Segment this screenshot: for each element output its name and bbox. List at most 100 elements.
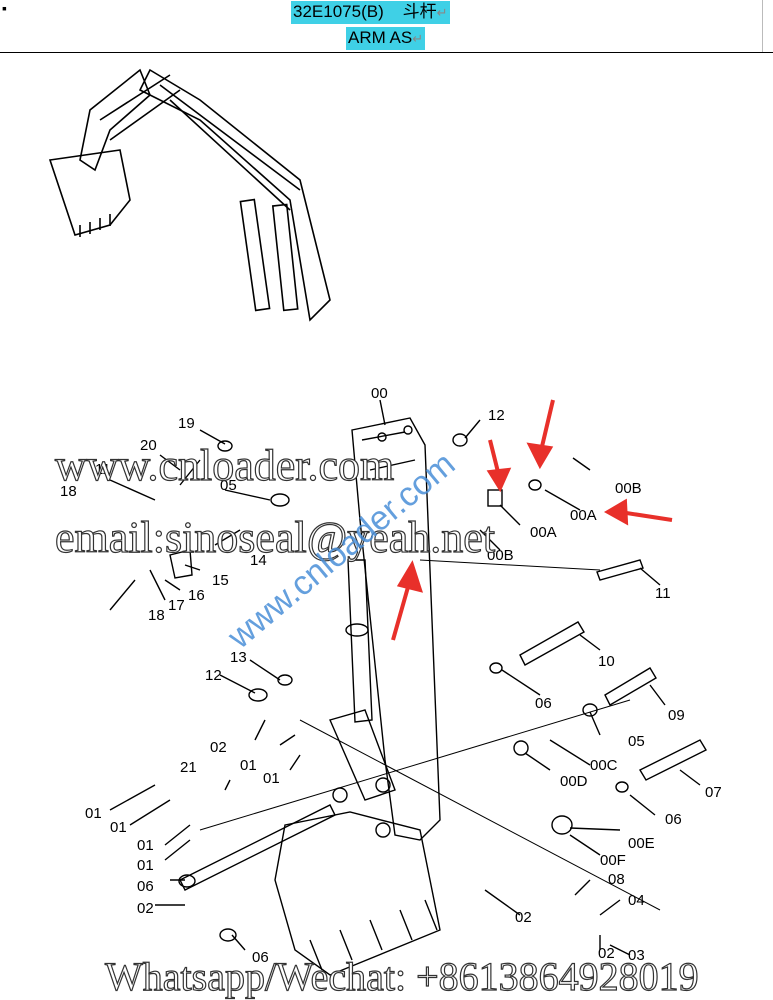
callout-02-b: 02 <box>137 900 154 917</box>
callout-17: 17 <box>168 597 185 614</box>
grease-fitting-20 <box>179 459 201 486</box>
bushing-00f <box>551 815 573 835</box>
callout-18: 18 <box>60 483 77 500</box>
callout-07: 07 <box>705 784 722 801</box>
callout-00b: 00B <box>615 480 642 497</box>
shim-13 <box>277 674 293 686</box>
part-name-cn: 斗杆 <box>402 2 437 21</box>
pin-long-left <box>179 804 336 891</box>
boom-outline <box>138 68 331 322</box>
arm-cylinder <box>99 74 181 141</box>
callout-06-c: 06 <box>137 878 154 895</box>
washer-06-bottom <box>219 928 237 942</box>
callout-01-b: 01 <box>263 770 280 787</box>
boom-cylinder-left <box>239 198 271 312</box>
callout-12-b: 12 <box>205 667 222 684</box>
boom-cylinder-right <box>271 203 299 312</box>
callout-13: 13 <box>230 649 247 666</box>
bushing-00a-2 <box>528 479 542 491</box>
callout-02: 02 <box>210 739 227 756</box>
watermark-email: email:sinoseal@yeah.net <box>55 513 495 562</box>
callout-20: 20 <box>140 437 157 454</box>
arm-main <box>109 399 707 976</box>
pin-10 <box>519 621 585 666</box>
arm-pin-hole-top-2 <box>403 425 413 435</box>
bushing-00a <box>487 489 503 507</box>
callout-00c: 00C <box>590 757 618 774</box>
callout-11-b: 11 <box>655 585 671 602</box>
washer-05 <box>582 703 598 717</box>
arrow-2-head <box>486 467 512 493</box>
link-plate <box>329 709 396 801</box>
callout-00e: 00E <box>628 835 655 852</box>
callout-09: 09 <box>668 707 685 724</box>
leader-lines <box>109 399 701 956</box>
link-pin <box>332 787 348 803</box>
pin-11 <box>596 559 644 581</box>
pin-09 <box>604 667 657 706</box>
arrow-3-head <box>603 498 629 526</box>
shim-12-top <box>452 433 468 447</box>
washer-05-left <box>270 493 290 507</box>
arrow-4-shaft <box>391 579 412 641</box>
callout-11: 11 <box>95 461 111 478</box>
part-name-en: ARM AS <box>348 28 413 47</box>
bullet-mark: ▪ <box>2 0 7 16</box>
callout-12: 12 <box>488 407 505 424</box>
header-right-rule <box>762 0 763 52</box>
excavator-overview <box>48 68 331 322</box>
callout-00d: 00D <box>560 773 588 790</box>
callout-01-c: 01 <box>85 805 102 822</box>
callout-18-b: 18 <box>148 607 165 624</box>
callout-06: 06 <box>535 695 552 712</box>
callout-01-f: 01 <box>137 857 154 874</box>
callout-06-b: 06 <box>665 811 682 828</box>
callout-14: 14 <box>250 552 267 569</box>
callout-06-d: 06 <box>252 949 269 966</box>
callout-03: 03 <box>628 947 645 964</box>
washer-06 <box>489 662 503 674</box>
callout-01-d: 01 <box>110 819 127 836</box>
arm-outline <box>79 68 151 172</box>
callout-05: 05 <box>220 477 237 494</box>
callout-04: 04 <box>628 892 645 909</box>
callout-01-a: 01 <box>240 757 257 774</box>
watermark-phone: Whatsapp/Wechat: +8613864928019 <box>105 954 699 999</box>
callout-10: 10 <box>598 653 615 670</box>
callout-16: 16 <box>188 587 205 604</box>
callout-00b-2: 00B <box>487 547 514 564</box>
callout-01-e: 01 <box>137 837 154 854</box>
washer-06-left <box>178 874 196 888</box>
cylinder-ring <box>345 623 369 637</box>
callout-02-d: 02 <box>598 945 615 962</box>
bucket-outline <box>48 149 131 236</box>
bucket-teeth-detail <box>309 899 438 971</box>
arrow-3-shaft <box>619 510 673 522</box>
arrow-1-head <box>526 442 554 470</box>
center-lines <box>199 559 661 911</box>
header-subtitle-line: ARM AS↵ <box>346 27 426 50</box>
washer-19 <box>217 440 233 452</box>
callout-00a-2: 00A <box>530 524 557 541</box>
arrow-4-head <box>396 560 423 593</box>
bucket-cylinder <box>347 559 373 723</box>
callout-05-b: 05 <box>628 733 645 750</box>
callout-19: 19 <box>178 415 195 432</box>
bucket-teeth <box>79 214 111 237</box>
red-arrows <box>391 399 673 641</box>
pin-07 <box>639 739 707 781</box>
arm-body <box>351 417 441 841</box>
shim-12 <box>248 688 268 702</box>
bushing-00d <box>513 740 529 756</box>
watermarks: www.cnloader.com email:sinoseal@yeah.net… <box>54 440 699 999</box>
callout-labels: 00 12 19 20 11 18 05 00B 00A 00A 00B 14 … <box>60 385 722 966</box>
header-divider <box>0 52 773 53</box>
part-code: 32E1075(B) <box>293 2 384 21</box>
arm-top-plate <box>361 431 416 471</box>
arm-pin-hole-top <box>377 432 387 442</box>
boom-detail <box>159 84 301 211</box>
callout-02-c: 02 <box>515 909 532 926</box>
callout-08: 08 <box>608 871 625 888</box>
